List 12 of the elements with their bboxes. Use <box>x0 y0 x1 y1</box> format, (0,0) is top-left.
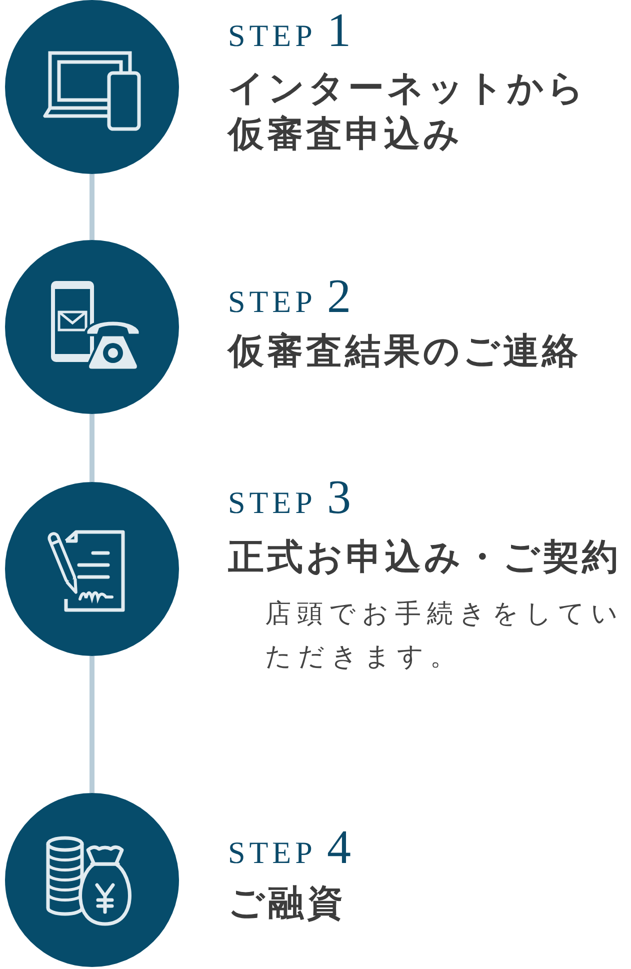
step-number: STEP 3 <box>228 473 351 526</box>
step-number: STEP 2 <box>228 272 351 325</box>
step-title: インターネットから仮審査申込み <box>228 67 588 157</box>
connector-line <box>90 174 94 240</box>
step-title: 仮審査結果のご連絡 <box>228 330 582 374</box>
connector-line <box>90 656 94 793</box>
connector-line <box>90 414 94 482</box>
step-number: STEP 1 <box>228 6 351 59</box>
step-title: ご融資 <box>228 882 347 926</box>
step-number: STEP 4 <box>228 823 351 876</box>
step-description: 店頭でお手続きをしていただきます。 <box>265 598 625 674</box>
step-title: 正式お申込み・ご契約 <box>228 536 622 580</box>
